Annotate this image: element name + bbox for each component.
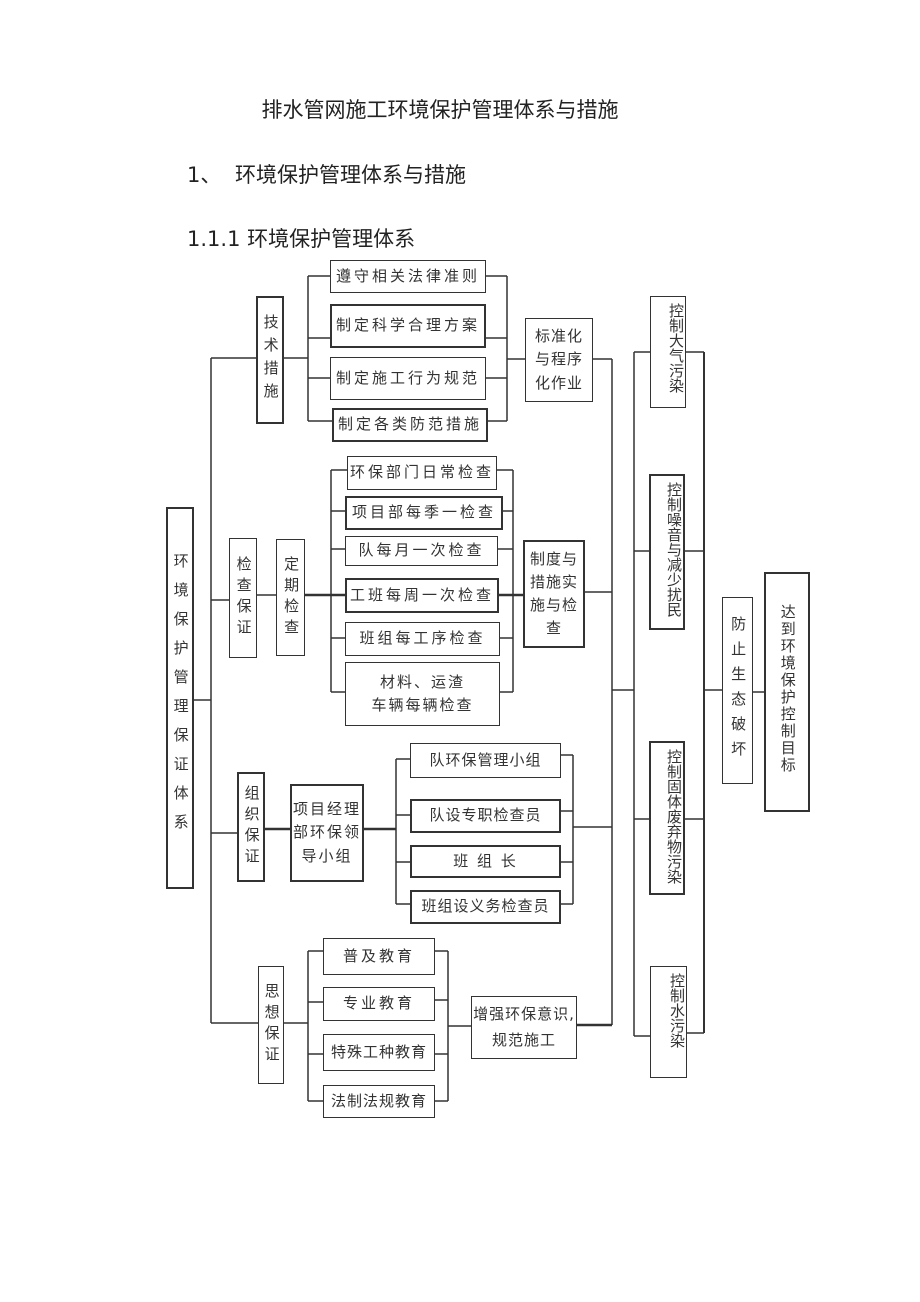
section-title: 环境保护管理体系与措施: [235, 163, 466, 187]
org-sub-line: 项目经理: [292, 800, 361, 819]
edu-item-box: 普及教育: [323, 938, 435, 975]
edu-result-line: 规范施工: [491, 1030, 556, 1049]
org-item-box: 队环保管理小组: [410, 743, 561, 778]
inspect-item-box: 班组每工序检查: [345, 622, 500, 656]
inspect-item-box: 环保部门日常检查: [347, 456, 497, 490]
org-label-box: 组织保证: [237, 772, 265, 882]
org-sub-box: 项目经理 部环保领 导小组: [290, 784, 364, 882]
section-heading: 1、环境保护管理体系与措施: [187, 159, 466, 189]
inspect-item-box: 材料、运渣 车辆每辆检查: [345, 662, 500, 726]
edu-item-box: 专业教育: [323, 987, 435, 1021]
control-box: 控制水污染: [650, 966, 687, 1078]
inspect-item-box: 项目部每季一检查: [345, 496, 503, 530]
document-title: 排水管网施工环境保护管理体系与措施: [261, 98, 619, 122]
inspect-item-box: 工班每周一次检查: [345, 578, 499, 613]
inspect-item-line: 车辆每辆检查: [371, 696, 474, 714]
edu-item-box: 特殊工种教育: [323, 1034, 435, 1071]
org-item-box: 队设专职检查员: [410, 799, 561, 833]
edu-item-box: 法制法规教育: [323, 1085, 435, 1118]
org-sub-line: 导小组: [301, 846, 353, 865]
org-sub-line: 部环保领: [292, 823, 361, 842]
tech-result-box: 标准化与程序化作业: [525, 318, 593, 402]
goal-box: 达到环境保护控制目标: [764, 572, 810, 812]
tech-item-box: 制定科学合理方案: [330, 304, 486, 348]
org-item-box: 班组设义务检查员: [410, 890, 561, 924]
tech-item-box: 制定各类防范措施: [332, 408, 488, 442]
control-box: 控制大气污染: [650, 296, 686, 408]
prevent-box: 防止生态破坏: [722, 597, 753, 784]
tech-item-box: 制定施工行为规范: [330, 357, 486, 400]
inspect-result-box: 制度与措施实施与检查: [523, 540, 585, 648]
control-box: 控制噪音与减少扰民: [649, 474, 685, 630]
edu-result-line: 增强环保意识,: [473, 1005, 575, 1023]
inspect-item-line: 材料、运渣: [379, 672, 465, 691]
edu-result-box: 增强环保意识, 规范施工: [471, 996, 577, 1059]
tech-label-box: 技术措施: [256, 296, 284, 424]
section-number: 1、: [187, 163, 222, 187]
control-box: 控制固体废弃物污染: [649, 741, 685, 895]
tech-item-box: 遵守相关法律准则: [330, 260, 486, 293]
inspect-label-box: 检查保证: [229, 538, 257, 658]
root-box: 环境保护管理保证体系: [166, 507, 194, 889]
subsection-heading: 1.1.1 环境保护管理体系: [187, 227, 416, 251]
inspect-item-box: 队每月一次检查: [345, 536, 498, 566]
org-item-box: 班 组 长: [410, 845, 561, 878]
edu-label-box: 思想保证: [258, 966, 284, 1084]
inspect-sub-box: 定期检查: [276, 539, 305, 656]
